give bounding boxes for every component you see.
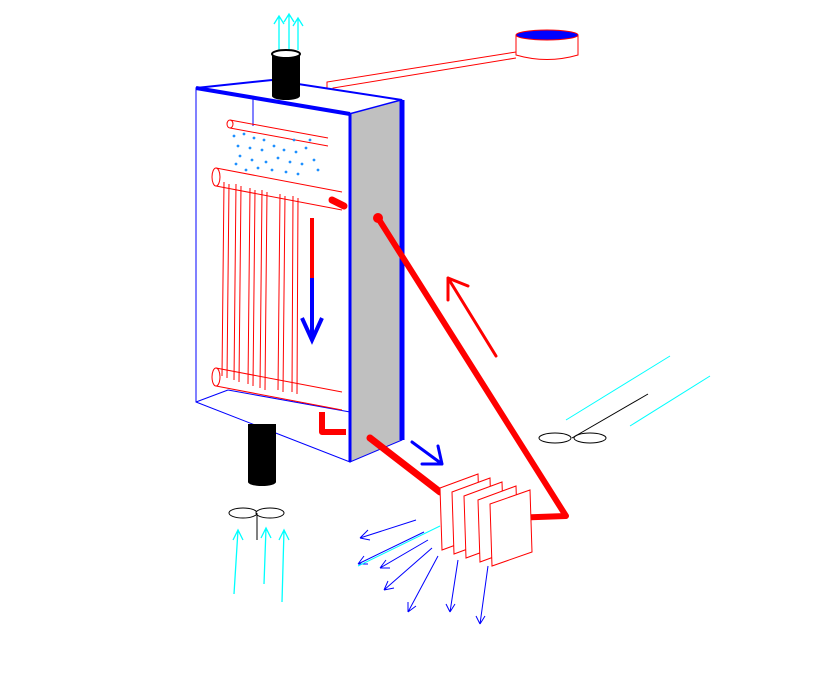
airflow-arrow-icon — [278, 528, 290, 603]
lower-header — [211, 367, 343, 411]
expansion-tank-icon — [515, 29, 579, 60]
flow-arrow-icon — [359, 519, 417, 541]
airflow-arrow-icon — [273, 14, 285, 50]
upper-header — [211, 167, 343, 211]
airflow-arrow-icon — [292, 16, 304, 50]
side-panel — [349, 99, 403, 463]
chimney-top-icon — [271, 49, 301, 100]
exhaust-airflow-arrows — [273, 12, 304, 50]
return-pipe — [319, 412, 444, 496]
heat-exchanger-tubes — [221, 181, 299, 395]
internal-flow-arrow — [300, 218, 324, 345]
water-droplets — [232, 132, 320, 176]
airflow-arrow-icon — [260, 526, 272, 585]
flow-arrow-icon — [475, 565, 489, 625]
boiler-body — [195, 78, 405, 463]
incoming-airflow — [357, 355, 711, 567]
flow-arrow-icon — [379, 539, 429, 569]
airflow-arrow-icon — [232, 528, 244, 595]
spray-header — [226, 119, 329, 147]
flow-arrow-icon — [410, 440, 444, 466]
fan-right-icon — [538, 393, 649, 444]
flow-arrow-icon — [383, 547, 433, 591]
flow-arrow-icon — [407, 555, 439, 613]
chimney-bottom-icon — [248, 424, 276, 486]
supply-pipe — [375, 215, 569, 521]
flow-arrow-icon — [446, 276, 498, 358]
airflow-arrow-icon — [283, 12, 295, 50]
flow-arrow-icon — [300, 317, 324, 345]
flow-arrow-icon — [445, 559, 459, 613]
warm-air-arrows — [357, 519, 489, 625]
radiator-icon — [439, 473, 533, 567]
intake-airflow-arrows — [232, 526, 290, 603]
fan-bottom-icon — [228, 507, 285, 540]
